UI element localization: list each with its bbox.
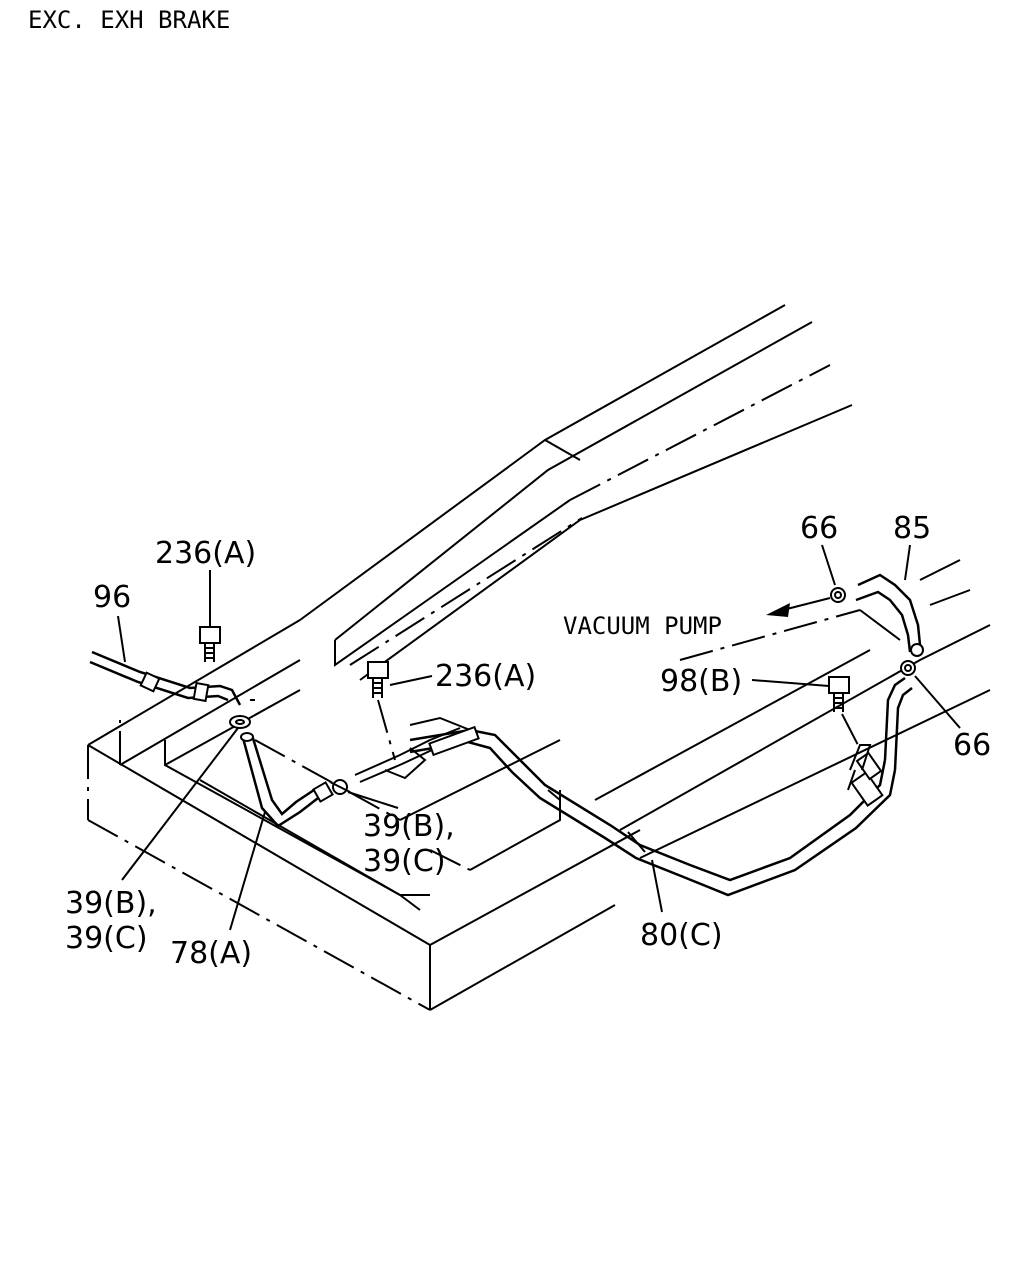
clip-66-right bbox=[900, 660, 916, 676]
vacuum-pump-note: VACUUM PUMP bbox=[563, 612, 722, 640]
label-236a-center: 236(A) bbox=[435, 659, 536, 694]
callout-labels: 236(A) 96 236(A) 39(B), 39(C) 39(B), 39(… bbox=[65, 511, 991, 971]
label-39-left-line1: 39(B), bbox=[65, 886, 157, 921]
bolt-236a-left bbox=[199, 626, 221, 662]
fasteners bbox=[199, 587, 916, 795]
clamp-39-left bbox=[229, 715, 251, 729]
label-39-center-line1: 39(B), bbox=[363, 809, 455, 844]
label-98b: 98(B) bbox=[660, 664, 742, 699]
label-39-left-line2: 39(C) bbox=[65, 921, 148, 956]
diagram-title: EXC. EXH BRAKE bbox=[28, 6, 230, 34]
frame-structure bbox=[87, 304, 991, 1011]
label-85: 85 bbox=[893, 511, 931, 546]
label-80c: 80(C) bbox=[640, 918, 723, 953]
clamp-39-center bbox=[329, 779, 351, 795]
label-39-center-line2: 39(C) bbox=[363, 844, 446, 879]
label-66-top: 66 bbox=[800, 511, 838, 546]
label-236a-left: 236(A) bbox=[155, 536, 256, 571]
label-78a: 78(A) bbox=[170, 936, 252, 971]
bolt-98b bbox=[828, 676, 859, 746]
leader-lines bbox=[117, 544, 961, 931]
bolt-236a-center bbox=[367, 661, 396, 761]
label-66-right: 66 bbox=[953, 728, 991, 763]
vacuum-pipe-assembly bbox=[89, 573, 924, 897]
label-96: 96 bbox=[93, 580, 131, 615]
clip-66-top bbox=[830, 587, 846, 603]
